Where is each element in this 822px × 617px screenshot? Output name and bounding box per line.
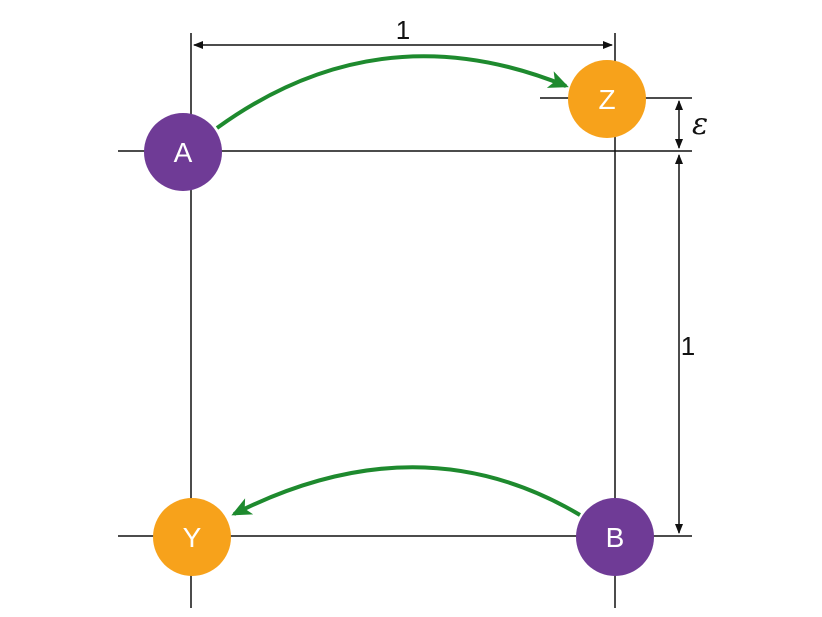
svg-text:Z: Z <box>598 84 615 115</box>
node-b: B <box>576 498 654 576</box>
node-y: Y <box>153 498 231 576</box>
arrow-a-to-z <box>215 54 569 130</box>
svg-text:Y: Y <box>183 522 202 553</box>
svg-text:A: A <box>174 137 193 168</box>
node-a: A <box>144 113 222 191</box>
arrow-b-to-y <box>231 465 582 517</box>
epsilon-label: ε <box>692 107 708 142</box>
node-z: Z <box>568 60 646 138</box>
top-width-label: 1 <box>396 15 410 45</box>
right-height-label: 1 <box>681 331 695 361</box>
svg-text:B: B <box>606 522 625 553</box>
